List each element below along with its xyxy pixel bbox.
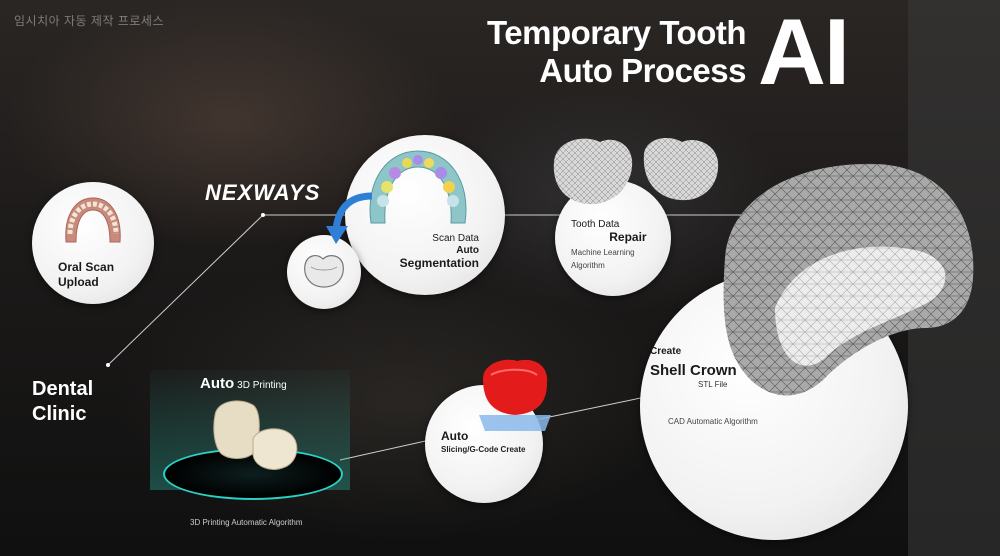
segmented-arch-icon [369,150,467,224]
segmentation-label: Scan Data Auto Segmentation [400,233,479,269]
shell-crown-label-line3: STL File [698,380,728,389]
segmentation-label-line3: Segmentation [399,256,479,270]
dental-clinic-line2: Clinic [32,403,87,425]
title-line-2: Auto Process [539,52,746,89]
printing-algorithm-label: 3D Printing Automatic Algorithm [190,518,303,527]
slicing-label-line2: Slicing/G-Code Create [441,445,526,454]
sliced-crown-icon [479,359,551,431]
oral-scan-label-line1: Oral Scan [58,260,115,274]
segmentation-label-line2: Auto [456,245,479,256]
nexways-logo: NEXWAYS [205,180,321,205]
printing-title-main: Auto [200,375,235,392]
repair-label-line1: Tooth Data [571,219,620,230]
page-title: Temporary Tooth Auto Process [487,14,746,90]
title-line-1: Temporary Tooth [487,14,746,51]
dental-clinic-line1: Dental [32,378,94,400]
shell-crown-mesh-icon [723,163,974,396]
dental-clinic-label: Dental Clinic [32,377,93,427]
segmentation-label-line1: Scan Data [432,233,479,244]
connector-slicing-crown [534,394,656,421]
oral-scan-circle: Oral Scan Upload [32,182,154,304]
connector-clinic-logo [107,214,264,366]
shell-crown-label-line1: Create [650,346,682,357]
connector-print-slicing [339,439,431,461]
shell-crown-label-line2: Shell Crown [650,362,737,379]
segmentation-circle: Scan Data Auto Segmentation [345,135,505,295]
shell-crown-label-line4: CAD Automatic Algorithm [668,417,758,426]
repair-label-line4: Algorithm [571,261,605,270]
repair-label-line3: Machine Learning [571,248,635,257]
printed-teeth-icon [213,400,298,470]
connector-dot-clinic [106,363,110,367]
korean-process-label: 임시치아 자동 제작 프로세스 [14,14,164,28]
single-tooth-circle [287,235,361,309]
oral-scan-jaw-icon [65,197,121,243]
ai-label: AI [758,0,850,104]
repair-label-line2: Repair [609,230,647,244]
connector-dot-logo [261,213,265,217]
segmentation-arrow-icon [326,192,373,244]
repaired-teeth-mesh-icon [553,138,719,205]
printing-title-sub: 3D Printing [237,380,287,391]
oral-scan-label-line2: Upload [58,275,99,289]
repair-label: Tooth Data Repair Machine Learning Algor… [571,218,647,272]
oral-scan-label: Oral Scan Upload [58,260,114,290]
slicing-label-line1: Auto [441,429,469,443]
single-tooth-icon [304,255,344,288]
